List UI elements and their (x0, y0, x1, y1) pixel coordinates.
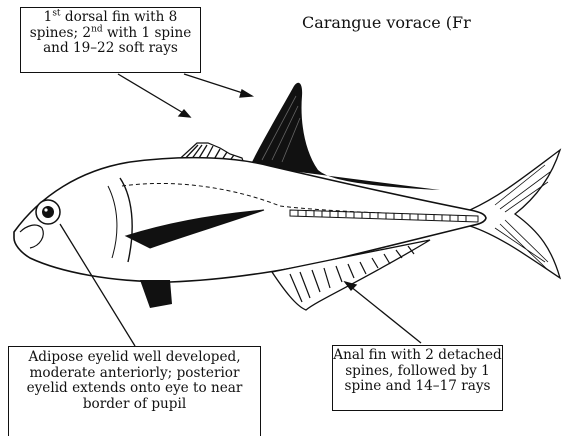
dorsal-line-3: and 19–22 soft rays (21, 41, 200, 57)
anal-line-2: spines, followed by 1 (333, 364, 502, 380)
arrowhead-dorsal-2 (240, 90, 252, 97)
leader-line-anal (345, 282, 421, 343)
dorsal-line-2: spines; 2nd with 1 spine (21, 26, 200, 42)
dorsal-line-1: 1st dorsal fin with 8 (21, 10, 200, 26)
callout-dorsal-fins: 1st dorsal fin with 8 spines; 2nd with 1… (20, 7, 201, 73)
pelvic-fin (140, 280, 172, 308)
adipose-line-3: eyelid extends onto eye to near (9, 381, 260, 397)
adipose-line-1: Adipose eyelid well developed, (9, 350, 260, 366)
anal-line-3: spine and 14–17 rays (333, 379, 502, 395)
callout-anal-fin: Anal fin with 2 detached spines, followe… (332, 345, 503, 411)
anal-line-1: Anal fin with 2 detached (333, 348, 502, 364)
leader-line-dorsal-1 (118, 74, 190, 117)
callout-adipose-eyelid: Adipose eyelid well developed, moderate … (8, 346, 261, 436)
common-name-title: Carangue vorace (Fr (302, 13, 471, 32)
eye (36, 200, 60, 224)
adipose-line-2: moderate anteriorly; posterior (9, 366, 260, 382)
adipose-line-4: border of pupil (9, 397, 260, 413)
